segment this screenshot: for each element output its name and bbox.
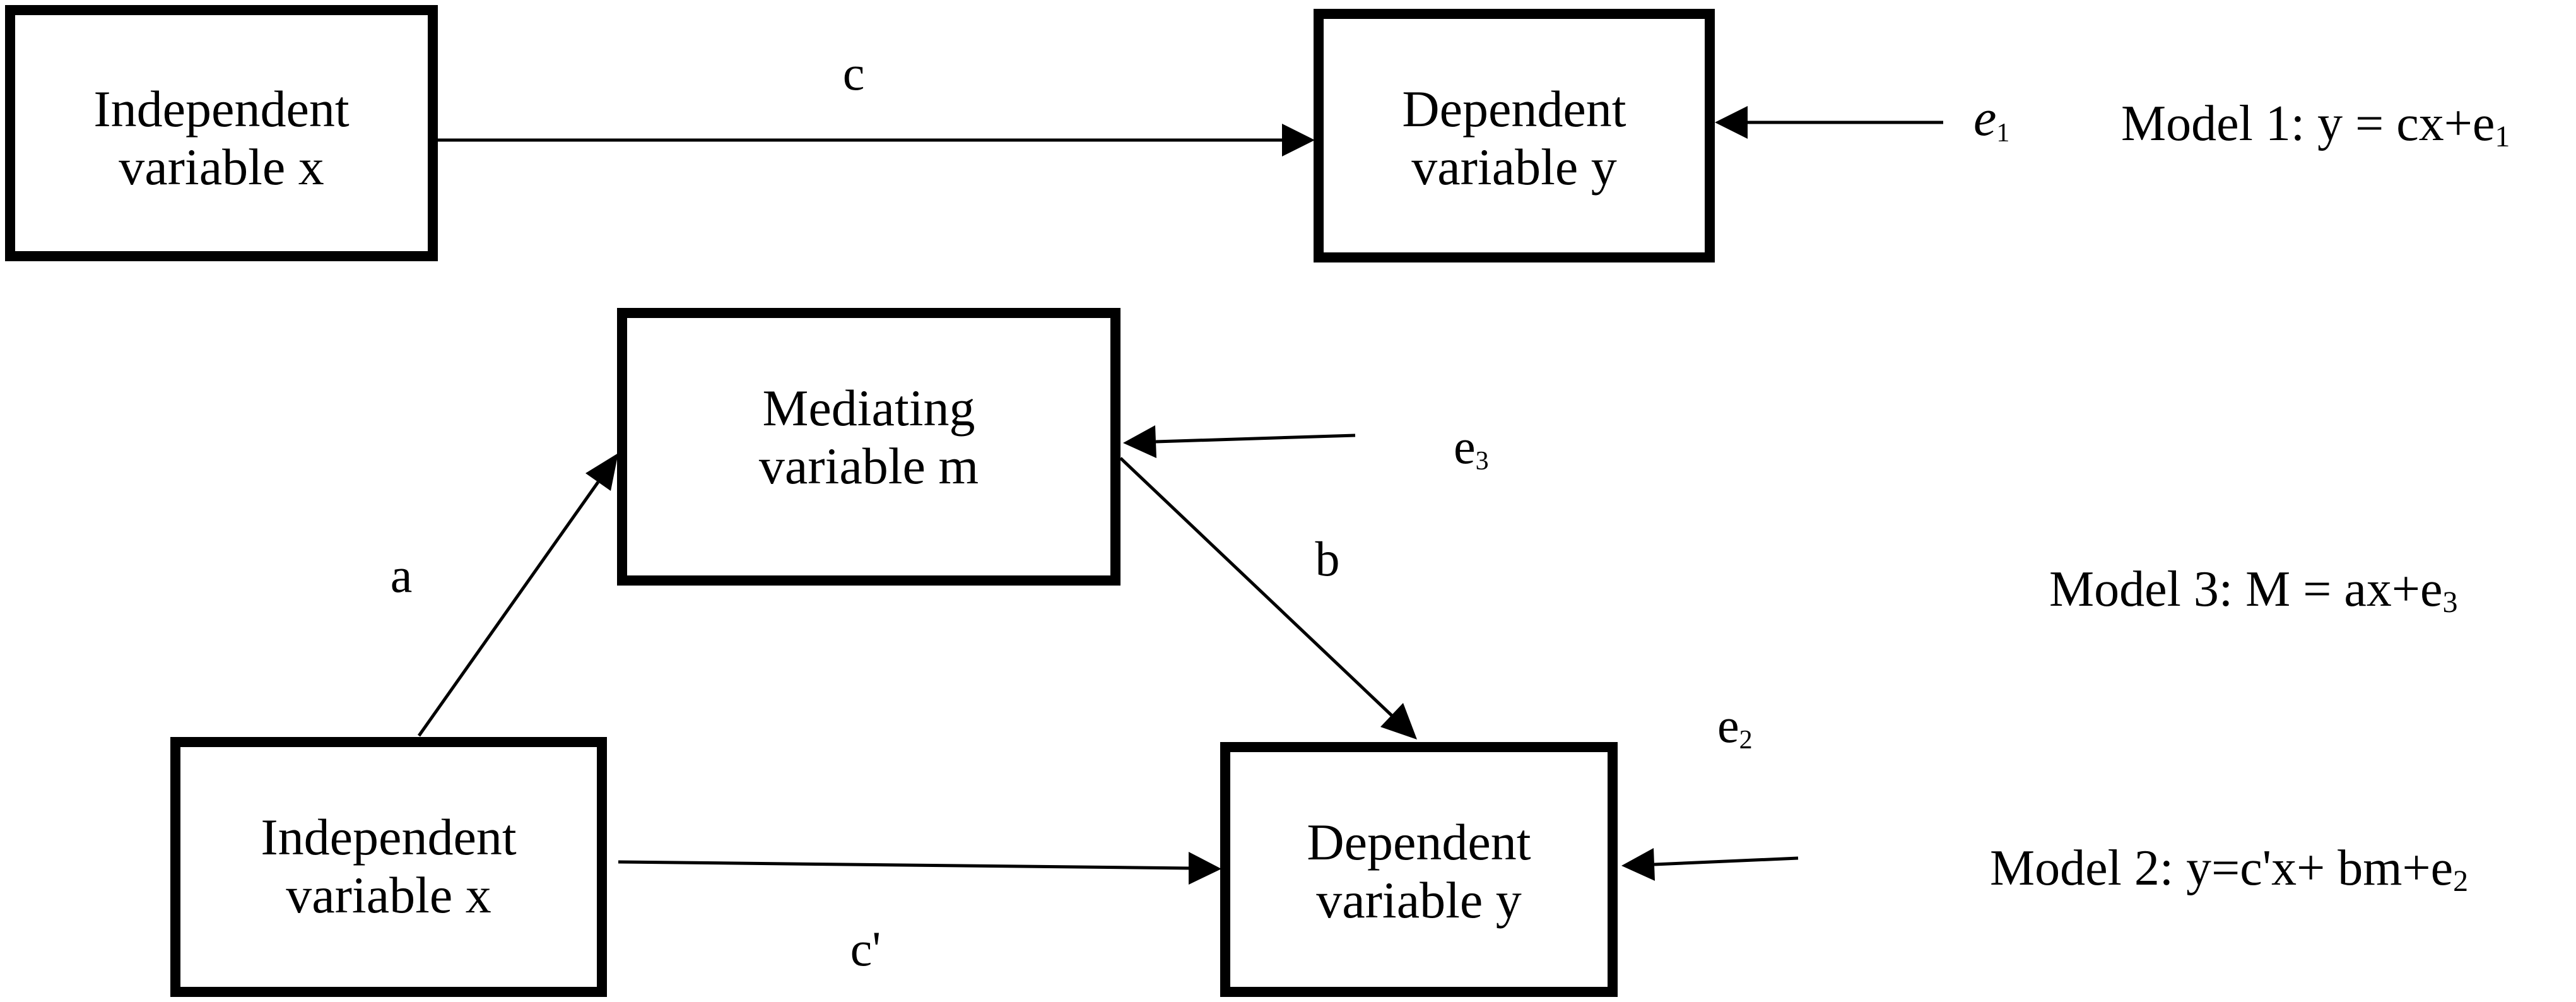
model2-dependent-label-line1: Dependent bbox=[1307, 813, 1531, 871]
e2-arrow bbox=[1654, 856, 1799, 866]
e2-label: e2 bbox=[1717, 698, 1753, 755]
mediating-label-line1: Mediating bbox=[762, 379, 975, 437]
model1-dependent-label-line2: variable y bbox=[1411, 138, 1617, 196]
model2-independent-label-line2: variable x bbox=[286, 866, 491, 924]
model1-group: Independent variable x Dependent variabl… bbox=[5, 5, 2510, 262]
e1-subscript: 1 bbox=[1996, 119, 2009, 148]
e1-label: e1 bbox=[1973, 89, 2009, 148]
e3-base: e bbox=[1454, 419, 1476, 474]
model2-equation: Model 2: y=c'x+ bm+e2 bbox=[1990, 840, 2468, 898]
model1-dependent-box bbox=[1314, 9, 1715, 262]
model2-equation-text: Model 2: y=c'x+ bm+e bbox=[1990, 840, 2453, 896]
model1-independent-box bbox=[5, 5, 438, 261]
e3-arrowhead bbox=[1123, 425, 1156, 458]
model2-dependent-label-line2: variable y bbox=[1316, 871, 1522, 929]
path-b-arrowhead bbox=[1380, 703, 1417, 740]
e1-base: e bbox=[1973, 89, 1996, 146]
model2-equation-subscript: 2 bbox=[2453, 864, 2468, 898]
e2-base: e bbox=[1717, 698, 1739, 753]
model2-group: Mediating variable m Independent variabl… bbox=[170, 308, 2468, 997]
path-b-label: b bbox=[1315, 531, 1340, 586]
e3-arrow bbox=[1155, 433, 1356, 444]
path-c-prime-arrow bbox=[618, 860, 1192, 870]
path-a-label: a bbox=[391, 548, 413, 603]
path-a-arrowhead bbox=[585, 453, 618, 491]
path-c-arrowhead bbox=[1282, 124, 1315, 156]
mediating-label-line2: variable m bbox=[759, 437, 979, 495]
path-b-arrow bbox=[1119, 457, 1393, 717]
e3-subscript: 3 bbox=[1476, 447, 1489, 476]
path-c-label: c bbox=[843, 45, 865, 100]
model2-independent-box bbox=[170, 737, 607, 997]
model3-equation-text: Model 3: M = ax+e bbox=[2049, 562, 2442, 617]
model1-dependent-label-line1: Dependent bbox=[1402, 80, 1626, 138]
e1-arrowhead bbox=[1715, 106, 1748, 139]
model1-equation-subscript: 1 bbox=[2495, 120, 2510, 153]
model1-independent-label-line1: Independent bbox=[93, 80, 349, 138]
e2-subscript: 2 bbox=[1739, 726, 1753, 755]
model1-independent-label-line2: variable x bbox=[119, 138, 324, 196]
e2-arrowhead bbox=[1621, 848, 1655, 881]
model2-independent-label-line1: Independent bbox=[261, 808, 516, 866]
model3-equation-subscript: 3 bbox=[2442, 586, 2457, 619]
mediating-box bbox=[617, 308, 1120, 586]
e3-label: e3 bbox=[1454, 419, 1489, 476]
path-a-arrow bbox=[417, 481, 600, 737]
path-c-prime-arrowhead bbox=[1189, 852, 1221, 885]
model1-equation: Model 1: y = cx+e1 bbox=[2121, 96, 2510, 153]
model2-dependent-box bbox=[1220, 742, 1618, 997]
path-c-prime-label: c' bbox=[850, 921, 881, 976]
model1-equation-text: Model 1: y = cx+e bbox=[2121, 96, 2495, 151]
model3-equation: Model 3: M = ax+e3 bbox=[2049, 562, 2457, 619]
